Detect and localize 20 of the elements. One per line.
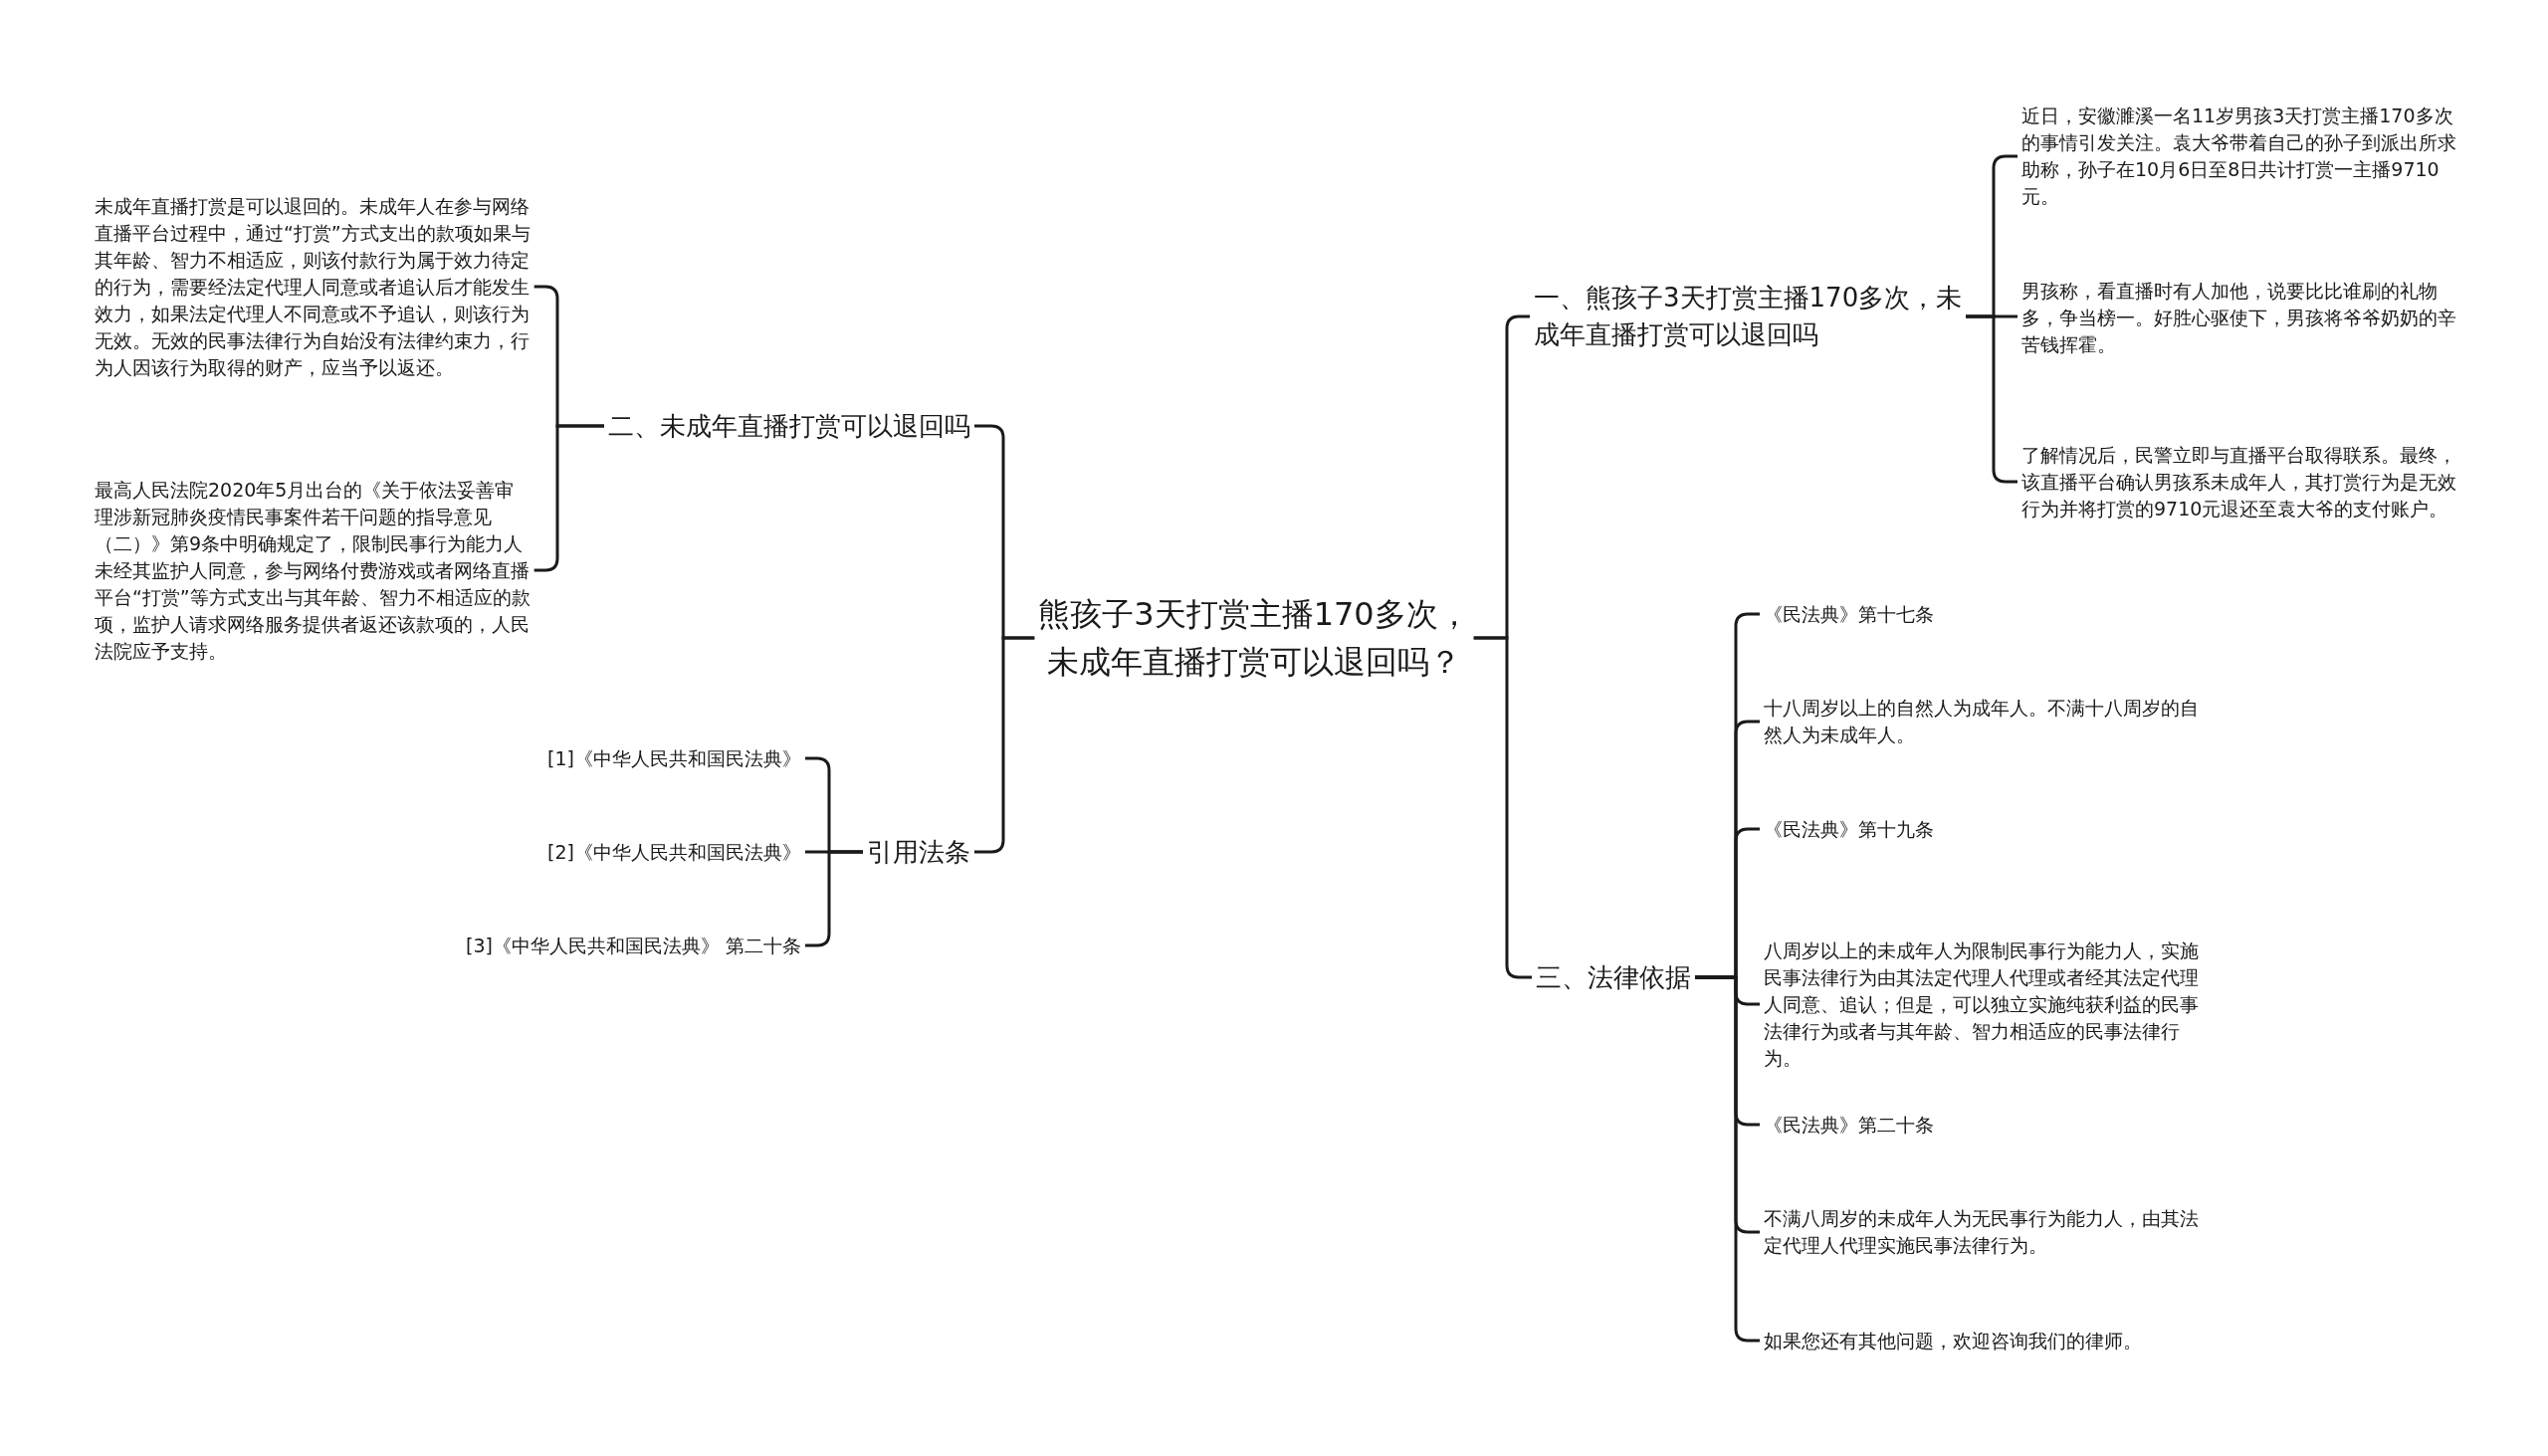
branch-topic: 引用法条 (851, 833, 970, 871)
branch-topic: 二、未成年直播打赏可以退回吗 (572, 407, 970, 445)
leaf-text: [1]《中华人民共和国民法典》 (443, 744, 801, 772)
leaf-text: 《民法典》第十七条 (1764, 600, 2202, 628)
leaf-text: 未成年直播打赏是可以退回的。未成年人在参与网络直播平台过程中，通过“打赏”方式支出的款项如果与其年龄、智力不相适应，则该付款行为属于效力待定的行为，需要经法定代理人同意或者追认后才能发生效力，如果法定代理人不同意或不予追认，则该行为无效。无效的民事法律行为自始没有法律约束力，行为人因该行为取得的财产，应当予以返还。 (95, 192, 532, 381)
leaf-text: 最高人民法院2020年5月出台的《关于依法妥善审理涉新冠肺炎疫情民事案件若干问题的指导意见（二）》第9条中明确规定了，限制民事行为能力人未经其监护人同意，参与网络付费游戏或者网络直播平台“打赏”等方式支出与其年龄、智力不相适应的款项，监护人请求网络服务提供者返还该款项的，人民法院应予支持。 (95, 476, 532, 665)
branch-topic: 三、法律依据 (1536, 958, 1715, 996)
leaf-text: 男孩称，看直播时有人加他，说要比比谁刷的礼物多，争当榜一。好胜心驱使下，男孩将爷爷奶奶的辛苦钱挥霍。 (2021, 277, 2459, 358)
leaf-text: 《民法典》第二十条 (1764, 1111, 2202, 1139)
central-topic: 熊孩子3天打赏主播170多次，未成年直播打赏可以退回吗？ (1035, 590, 1473, 686)
leaf-text: 八周岁以上的未成年人为限制民事行为能力人，实施民事法律行为由其法定代理人代理或者经其法定代理人同意、追认；但是，可以独立实施纯获利益的民事法律行为或者与其年龄、智力相适应的民事法律行为。 (1764, 936, 2202, 1072)
leaf-text: 如果您还有其他问题，欢迎咨询我们的律师。 (1764, 1327, 2202, 1354)
leaf-text: 了解情况后，民警立即与直播平台取得联系。最终，该直播平台确认男孩系未成年人，其打赏行为是无效行为并将打赏的9710元退还至袁大爷的支付账户。 (2021, 441, 2459, 522)
branch-topic: 一、熊孩子3天打赏主播170多次，未成年直播打赏可以退回吗 (1534, 280, 1972, 353)
leaf-text: 不满八周岁的未成年人为无民事行为能力人，由其法定代理人代理实施民事法律行为。 (1764, 1205, 2202, 1259)
leaf-text: 《民法典》第十九条 (1764, 815, 2202, 843)
leaf-text: 十八周岁以上的自然人为成年人。不满十八周岁的自然人为未成年人。 (1764, 695, 2202, 748)
leaf-text: [2]《中华人民共和国民法典》 (443, 838, 801, 866)
leaf-text: [3]《中华人民共和国民法典》 第二十条 (383, 932, 801, 959)
leaf-text: 近日，安徽濉溪一名11岁男孩3天打赏主播170多次的事情引发关注。袁大爷带着自己的孙子到派出所求助称，孙子在10月6日至8日共计打赏一主播9710元。 (2021, 103, 2459, 210)
